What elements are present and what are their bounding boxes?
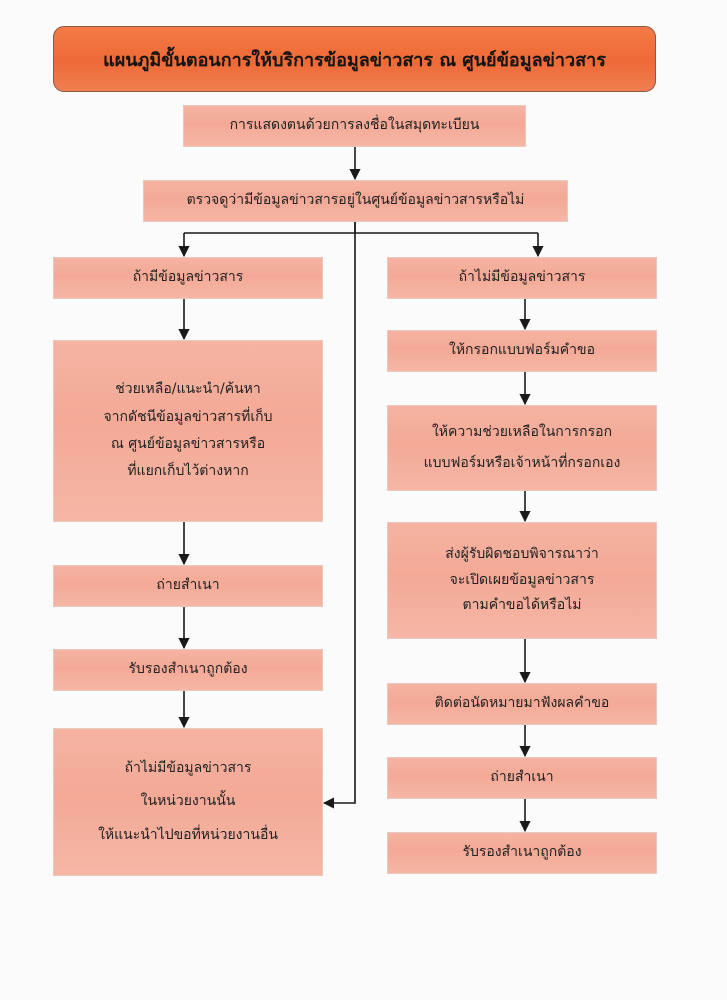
right-copy-text: ถ่ายสำเนา [490,769,554,786]
step-check-text: ตรวจดูว่ามีข้อมูลข่าวสารอยู่ในศูนย์ข้อมู… [186,192,525,209]
left-copy: ถ่ายสำเนา [53,565,323,607]
left-help-line: ที่แยกเก็บไว้ต่างหาก [127,463,249,480]
right-send-for-review: ส่งผู้รับผิดชอบพิจารณาว่า จะเปิดเผยข้อมู… [387,522,657,639]
left-has-info-text: ถ้ามีข้อมูลข่าวสาร [132,269,244,286]
left-help-line: ณ ศูนย์ข้อมูลข่าวสารหรือ [110,436,266,452]
left-refer-line: ในหน่วยงานนั้น [140,793,236,810]
left-refer-other-agency: ถ้าไม่มีข้อมูลข่าวสาร ในหน่วยงานนั้น ให้… [53,728,323,876]
step-check: ตรวจดูว่ามีข้อมูลข่าวสารอยู่ในศูนย์ข้อมู… [143,180,568,222]
left-certify-text: รับรองสำเนาถูกต้อง [128,661,248,678]
left-copy-text: ถ่ายสำเนา [156,577,220,594]
right-fill-form-text: ให้กรอกแบบฟอร์มคำขอ [448,342,595,359]
left-help-line: จากดัชนีข้อมูลข่าวสารที่เก็บ [103,408,273,425]
right-appointment: ติดต่อนัดหมายมาฟังผลคำขอ [387,683,657,725]
left-refer-line: ให้แนะนำไปขอที่หน่วยงานอื่น [98,826,278,843]
right-fill-form: ให้กรอกแบบฟอร์มคำขอ [387,330,657,372]
right-copy: ถ่ายสำเนา [387,757,657,799]
arrow-check-to-refer [322,222,356,809]
flowchart-title: แผนภูมิขั้นตอนการให้บริการข้อมูลข่าวสาร … [53,26,656,92]
right-appointment-text: ติดต่อนัดหมายมาฟังผลคำขอ [434,695,610,712]
left-refer-line: ถ้าไม่มีข้อมูลข่าวสาร [124,759,252,776]
left-help-line: ช่วยเหลือ/แนะนำ/ค้นหา [115,381,261,398]
right-send-line: ตามคำขอได้หรือไม่ [462,597,582,614]
left-has-info: ถ้ามีข้อมูลข่าวสาร [53,257,323,299]
right-no-info: ถ้าไม่มีข้อมูลข่าวสาร [387,257,657,299]
right-send-line: จะเปิดเผยข้อมูลข่าวสาร [449,571,595,588]
right-certify-text: รับรองสำเนาถูกต้อง [462,844,582,861]
left-certify: รับรองสำเนาถูกต้อง [53,649,323,691]
title-text: แผนภูมิขั้นตอนการให้บริการข้อมูลข่าวสาร … [103,49,606,71]
right-certify: รับรองสำเนาถูกต้อง [387,832,657,874]
right-assist-form: ให้ความช่วยเหลือในการกรอก แบบฟอร์มหรือเจ… [387,405,657,491]
right-send-line: ส่งผู้รับผิดชอบพิจารณาว่า [445,545,599,562]
step-register: การแสดงตนด้วยการลงชื่อในสมุดทะเบียน [183,105,526,147]
right-assist-line: ให้ความช่วยเหลือในการกรอก [431,424,613,441]
right-assist-line: แบบฟอร์มหรือเจ้าหน้าที่กรอกเอง [423,455,621,471]
right-no-info-text: ถ้าไม่มีข้อมูลข่าวสาร [458,269,586,286]
left-help-search: ช่วยเหลือ/แนะนำ/ค้นหา จากดัชนีข้อมูลข่าว… [53,340,323,522]
step-register-text: การแสดงตนด้วยการลงชื่อในสมุดทะเบียน [229,117,480,134]
